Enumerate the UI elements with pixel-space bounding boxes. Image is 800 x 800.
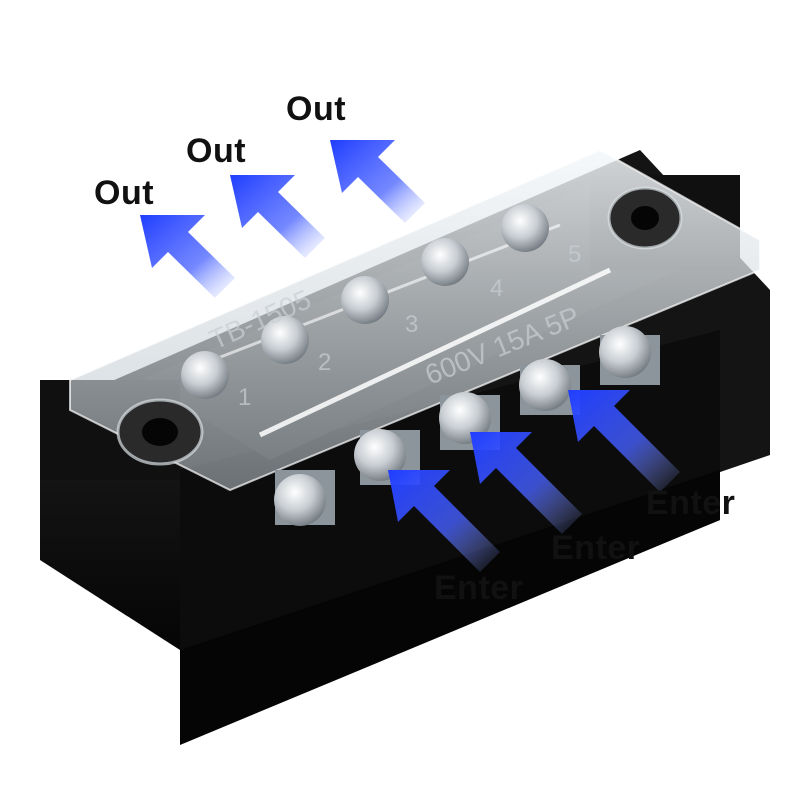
terminal-numbers: 1 2 3 4 5 [238,241,581,411]
screw-row-bottom [274,326,660,526]
terminal-number: 5 [568,241,581,268]
arrow-enter-icon [388,470,500,572]
terminal-number: 4 [490,275,503,302]
screw-icon [421,238,469,286]
screw-icon [341,276,389,324]
screw-icon [439,392,491,444]
label-enter: Enter [646,484,736,522]
screw-icon [519,359,571,411]
screw-icon [501,204,549,252]
label-enter: Enter [434,569,524,607]
arrow-out-icon [140,215,235,298]
arrow-out-icon [330,140,425,223]
arrow-enter-icon [568,390,680,492]
arrow-out-icon [230,175,325,258]
screw-icon [354,429,406,481]
terminal-number: 2 [318,349,331,376]
terminal-number: 3 [405,311,418,338]
screw-icon [181,351,229,399]
label-out: Out [94,174,155,212]
screw-icon [261,316,309,364]
arrow-enter-icon [470,432,582,534]
screw-icon [274,474,326,526]
terminal-number: 1 [238,384,251,411]
label-out: Out [186,132,247,170]
mounting-hole-icon [116,186,683,466]
screw-row-top [181,204,549,399]
label-enter: Enter [551,529,641,567]
screw-icon [599,326,651,378]
label-out: Out [286,90,347,128]
